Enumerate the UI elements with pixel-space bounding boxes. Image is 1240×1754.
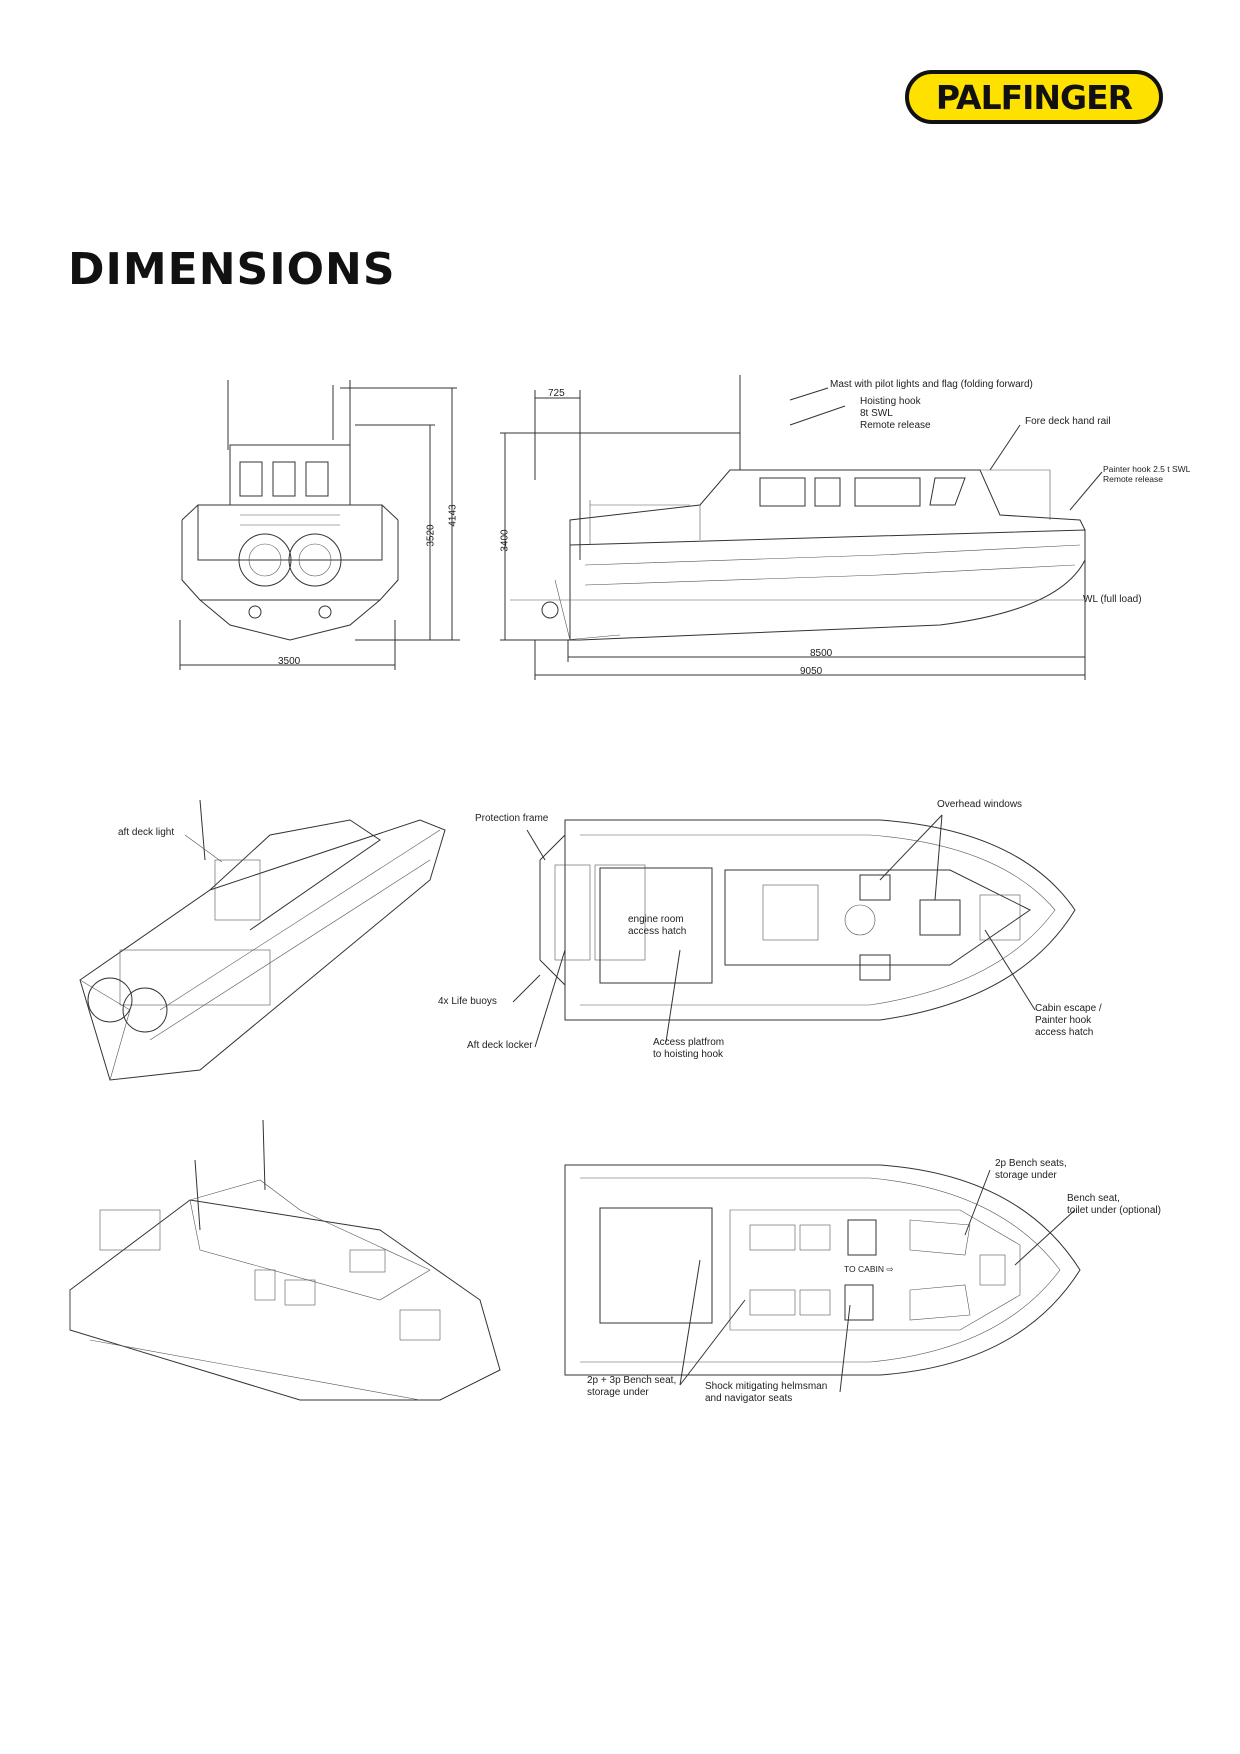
cabin-plan-drawing: [564, 1164, 1081, 1376]
label-mast: Mast with pilot lights and flag (folding…: [830, 379, 1033, 390]
label-hoisting-swl: 8t SWL: [860, 408, 893, 419]
deck-plan-leaders: [512, 814, 1036, 1048]
label-cabin-escape: Cabin escape /: [1035, 1003, 1102, 1014]
dim-3400: 3400: [499, 529, 511, 552]
front-view-dimensions: [179, 387, 460, 670]
label-aft-deck-light: aft deck light: [118, 827, 175, 838]
label-protection-frame: Protection frame: [475, 813, 549, 824]
label-hoisting-hook: Hoisting hook: [860, 396, 921, 407]
label-painter-hook: Painter hook 2.5 t SWL: [1103, 464, 1191, 474]
label-5p-bench: 2p + 3p Bench seat,: [587, 1375, 677, 1386]
page-title: DIMENSIONS: [68, 244, 396, 295]
deck-plan-drawing: [539, 819, 1076, 1021]
label-engine-room: engine room: [628, 914, 684, 925]
dim-725: 725: [548, 388, 565, 399]
label-aft-deck-locker: Aft deck locker: [467, 1040, 533, 1051]
label-painter-release: Remote release: [1103, 474, 1164, 484]
side-view-leaders: [789, 387, 1103, 511]
perspective-view-aft: [79, 799, 446, 1081]
label-access-platform-2: to hoisting hook: [653, 1049, 724, 1060]
label-2p-bench: 2p Bench seats,: [995, 1158, 1067, 1169]
label-hoisting-release: Remote release: [860, 420, 931, 431]
dim-9050: 9050: [800, 666, 823, 677]
label-2p-bench-2: storage under: [995, 1170, 1057, 1181]
label-shock-seats: Shock mitigating helmsman: [705, 1381, 828, 1392]
label-cabin-escape-3: access hatch: [1035, 1027, 1094, 1038]
dim-width-3500: 3500: [278, 656, 301, 667]
label-5p-bench-2: storage under: [587, 1387, 649, 1398]
side-view-dimensions: [500, 390, 1086, 680]
label-toilet-bench-2: toilet under (optional): [1067, 1205, 1161, 1216]
cabin-plan-leaders: [679, 1169, 1076, 1393]
label-shock-seats-2: and navigator seats: [705, 1393, 793, 1404]
label-to-cabin: TO CABIN ⇨: [844, 1264, 894, 1274]
label-fore-deck-rail: Fore deck hand rail: [1025, 416, 1111, 427]
dim-height-3520: 3520: [425, 524, 437, 547]
label-toilet-bench: Bench seat,: [1067, 1193, 1120, 1204]
dim-8500: 8500: [810, 648, 833, 659]
palfinger-logo: PALFINGER: [905, 70, 1163, 124]
side-view-drawing: [510, 375, 1086, 641]
label-life-buoys: 4x Life buoys: [438, 996, 497, 1007]
label-cabin-escape-2: Painter hook: [1035, 1015, 1092, 1026]
label-engine-hatch: access hatch: [628, 926, 687, 937]
dim-height-4143: 4143: [447, 504, 459, 527]
label-access-platform: Access platfrom: [653, 1037, 725, 1048]
perspective-view-bow: [69, 1119, 501, 1401]
label-overhead-windows: Overhead windows: [937, 799, 1023, 810]
label-waterline: WL (full load): [1083, 594, 1142, 605]
front-view-drawing: [181, 380, 399, 641]
